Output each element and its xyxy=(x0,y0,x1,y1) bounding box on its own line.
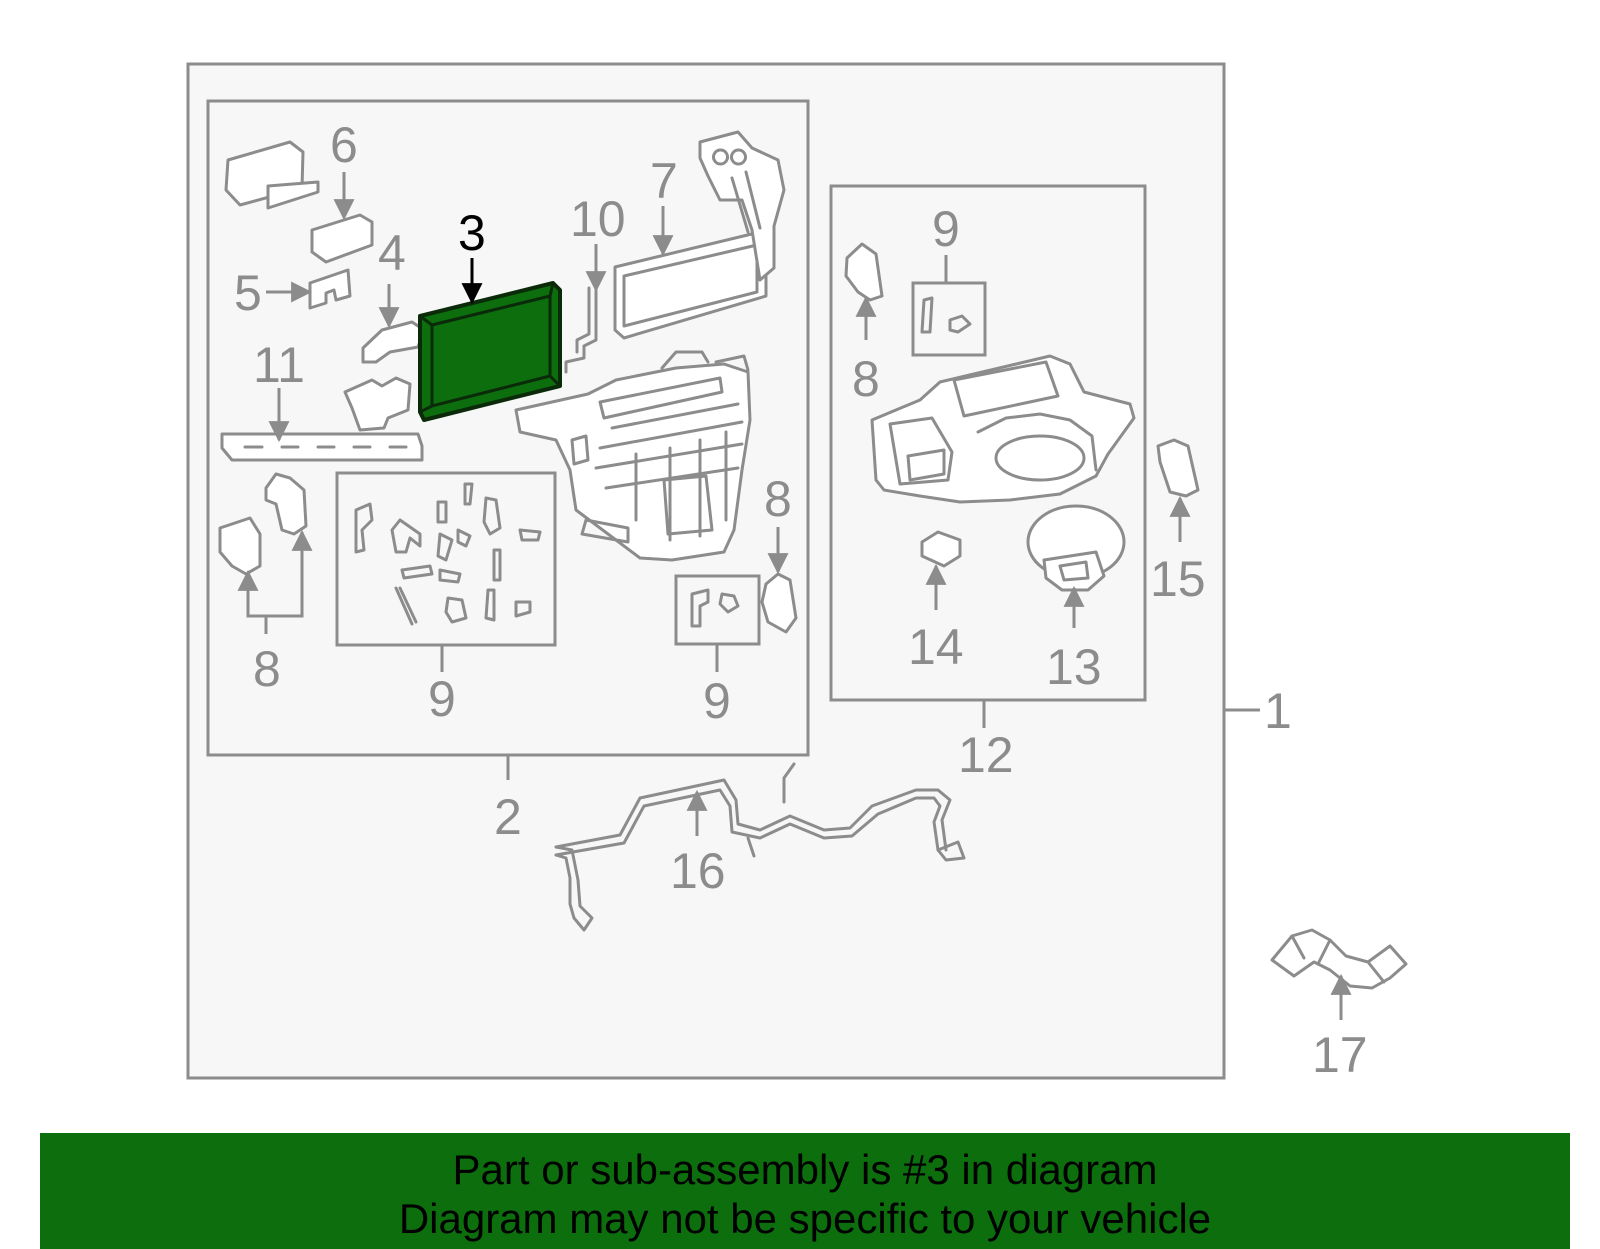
part-3-evaporator-highlighted[interactable] xyxy=(418,281,562,422)
callout-4: 4 xyxy=(378,225,406,281)
callout-8-right: 8 xyxy=(764,471,792,527)
callout-7: 7 xyxy=(650,153,678,209)
callout-9-box12: 9 xyxy=(932,201,960,257)
kit-box-9b xyxy=(674,574,761,646)
leader-lines xyxy=(237,172,1352,1020)
banner-line-2: Diagram may not be specific to your vehi… xyxy=(398,1195,1212,1242)
callout-16: 16 xyxy=(670,843,726,899)
kit-9b-parts xyxy=(690,588,740,628)
kit-9c-parts xyxy=(920,296,972,334)
banner-line-1: Part or sub-assembly is #3 in diagram xyxy=(452,1146,1158,1193)
part-6 xyxy=(310,213,374,264)
callout-6: 6 xyxy=(330,117,358,173)
part-13-blower-motor xyxy=(1026,504,1126,592)
part-10-tube xyxy=(564,286,598,374)
part-11 xyxy=(220,432,424,462)
callout-10: 10 xyxy=(570,191,626,247)
hvac-case xyxy=(514,350,752,562)
kit-9a-parts xyxy=(354,482,542,626)
part-8-right xyxy=(760,572,798,634)
callout-2: 2 xyxy=(494,789,522,845)
callout-17: 17 xyxy=(1312,1027,1368,1083)
callout-11: 11 xyxy=(253,337,305,393)
callout-15: 15 xyxy=(1150,551,1206,607)
bracket xyxy=(343,376,412,432)
callout-8-box12: 8 xyxy=(852,351,880,407)
part-16-tube xyxy=(554,762,966,932)
callout-12: 12 xyxy=(958,727,1014,783)
callout-13: 13 xyxy=(1046,639,1102,695)
info-banner: Part or sub-assembly is #3 in diagram Di… xyxy=(40,1133,1570,1249)
blower-case xyxy=(870,354,1136,504)
part-14 xyxy=(920,530,962,568)
callout-14: 14 xyxy=(908,619,964,675)
callout-5: 5 xyxy=(234,265,262,321)
part-17-hose xyxy=(1270,928,1408,990)
part-6-cover xyxy=(224,140,320,210)
callout-3[interactable]: 3 xyxy=(458,205,486,261)
callout-9-kit-left: 9 xyxy=(428,671,456,727)
callout-9-kit-right: 9 xyxy=(703,673,731,729)
part-15 xyxy=(1156,438,1200,498)
part-5 xyxy=(308,268,352,310)
part-7-heater-core xyxy=(613,130,786,340)
callout-8-left: 8 xyxy=(253,641,281,697)
callout-1: 1 xyxy=(1264,683,1292,739)
